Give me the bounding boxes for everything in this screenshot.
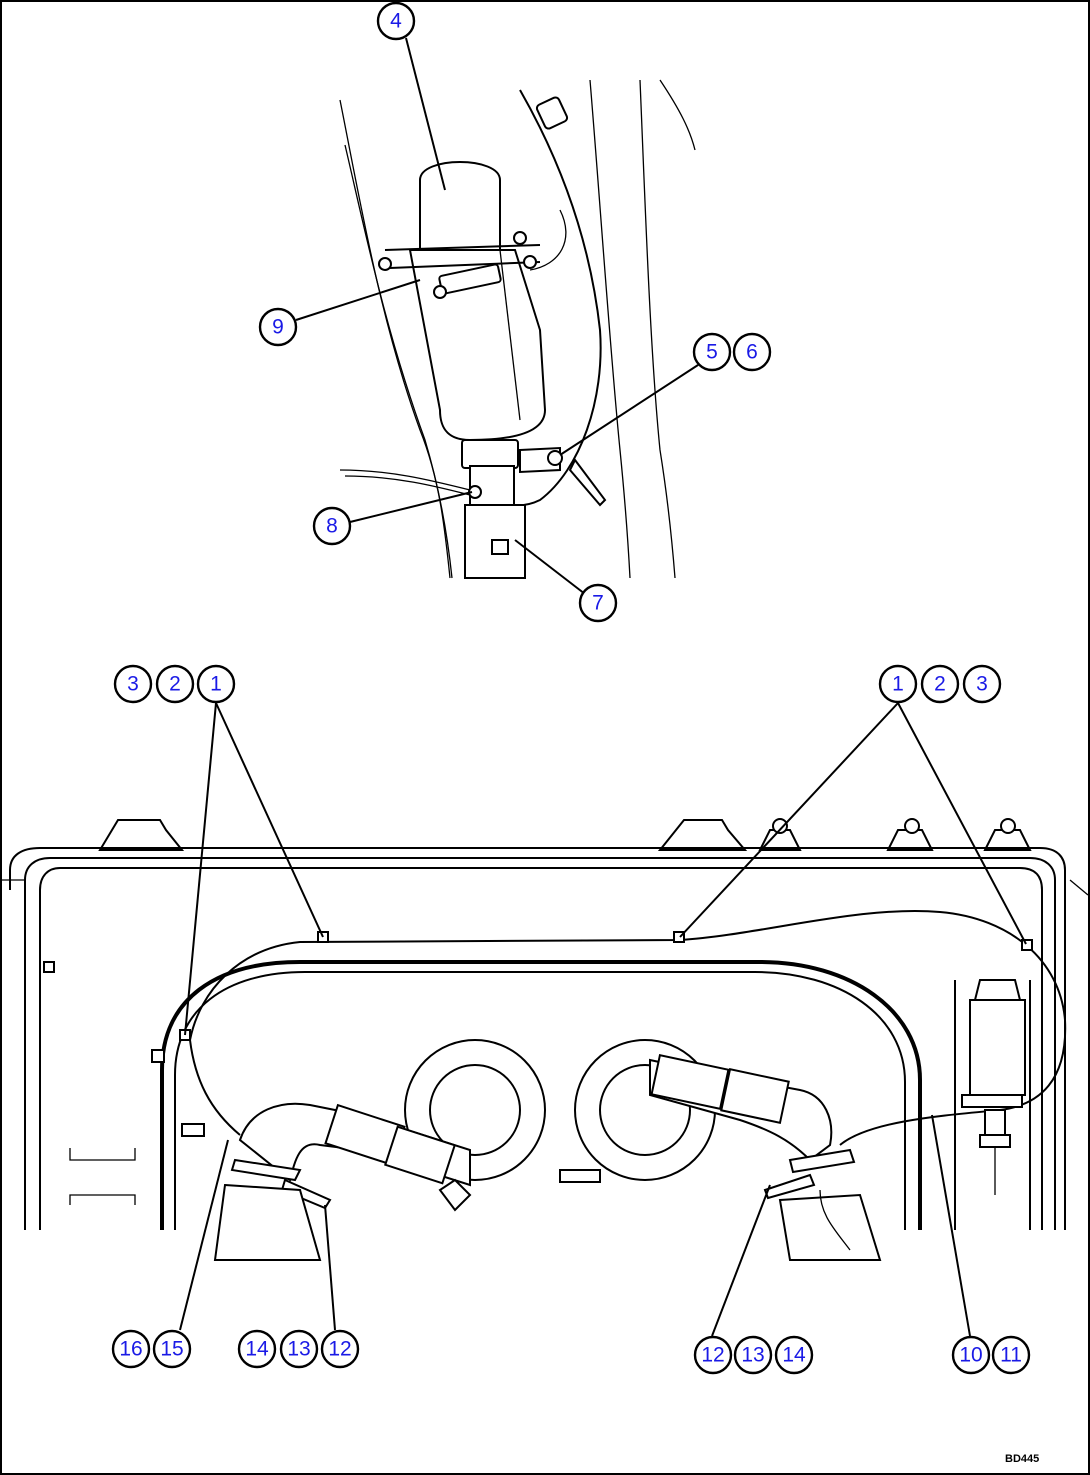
callout-13-left-label: 13	[287, 1338, 310, 1361]
callout-2-left-label: 2	[169, 673, 181, 696]
callout-7: 7	[578, 583, 618, 623]
callout-10-label: 10	[959, 1344, 982, 1367]
callout-1-right: 1	[878, 664, 918, 704]
callout-15: 15	[152, 1329, 192, 1369]
reference-code: BD445	[1005, 1453, 1039, 1465]
engine-top-view	[2, 818, 1089, 1261]
callout-11: 11	[991, 1335, 1031, 1375]
callout-7-label: 7	[592, 592, 604, 615]
callout-3-right: 3	[962, 664, 1002, 704]
callout-4-label: 4	[390, 10, 402, 33]
callout-12-right: 12	[693, 1335, 733, 1375]
callout-12-right-label: 12	[701, 1344, 724, 1367]
callout-6: 6	[732, 332, 772, 372]
callout-2-right: 2	[920, 664, 960, 704]
callout-8: 8	[312, 506, 352, 546]
callout-16-label: 16	[119, 1338, 142, 1361]
leader-lines	[179, 37, 1027, 1337]
callout-5: 5	[692, 332, 732, 372]
callout-14-left-label: 14	[245, 1338, 269, 1361]
callout-2-right-label: 2	[934, 673, 946, 696]
callout-14-right-label: 14	[782, 1344, 806, 1367]
callout-4: 4	[376, 1, 416, 41]
callout-11-label: 11	[1000, 1344, 1022, 1367]
callout-13-right: 13	[733, 1335, 773, 1375]
callout-3-right-label: 3	[976, 673, 988, 696]
callout-13-right-label: 13	[741, 1344, 764, 1367]
callout-12-left: 12	[320, 1329, 360, 1369]
callout-3-left: 3	[113, 664, 153, 704]
callout-9-label: 9	[272, 316, 284, 339]
callout-1-right-label: 1	[892, 673, 904, 696]
callout-10: 10	[951, 1335, 991, 1375]
callout-3-left-label: 3	[127, 673, 139, 696]
filter-detail-view	[339, 79, 696, 579]
callout-15-label: 15	[160, 1338, 183, 1361]
callout-14-left: 14	[237, 1329, 277, 1369]
callout-6-label: 6	[746, 341, 758, 364]
callout-2-left: 2	[155, 664, 195, 704]
callout-1-left: 1	[196, 664, 236, 704]
callout-16: 16	[111, 1329, 151, 1369]
callout-12-left-label: 12	[328, 1338, 351, 1361]
callout-9: 9	[258, 307, 298, 347]
callout-13-left: 13	[279, 1329, 319, 1369]
callout-5-label: 5	[706, 341, 718, 364]
callout-1-left-label: 1	[210, 673, 222, 696]
callout-14-right: 14	[774, 1335, 814, 1375]
callout-8-label: 8	[326, 515, 338, 538]
